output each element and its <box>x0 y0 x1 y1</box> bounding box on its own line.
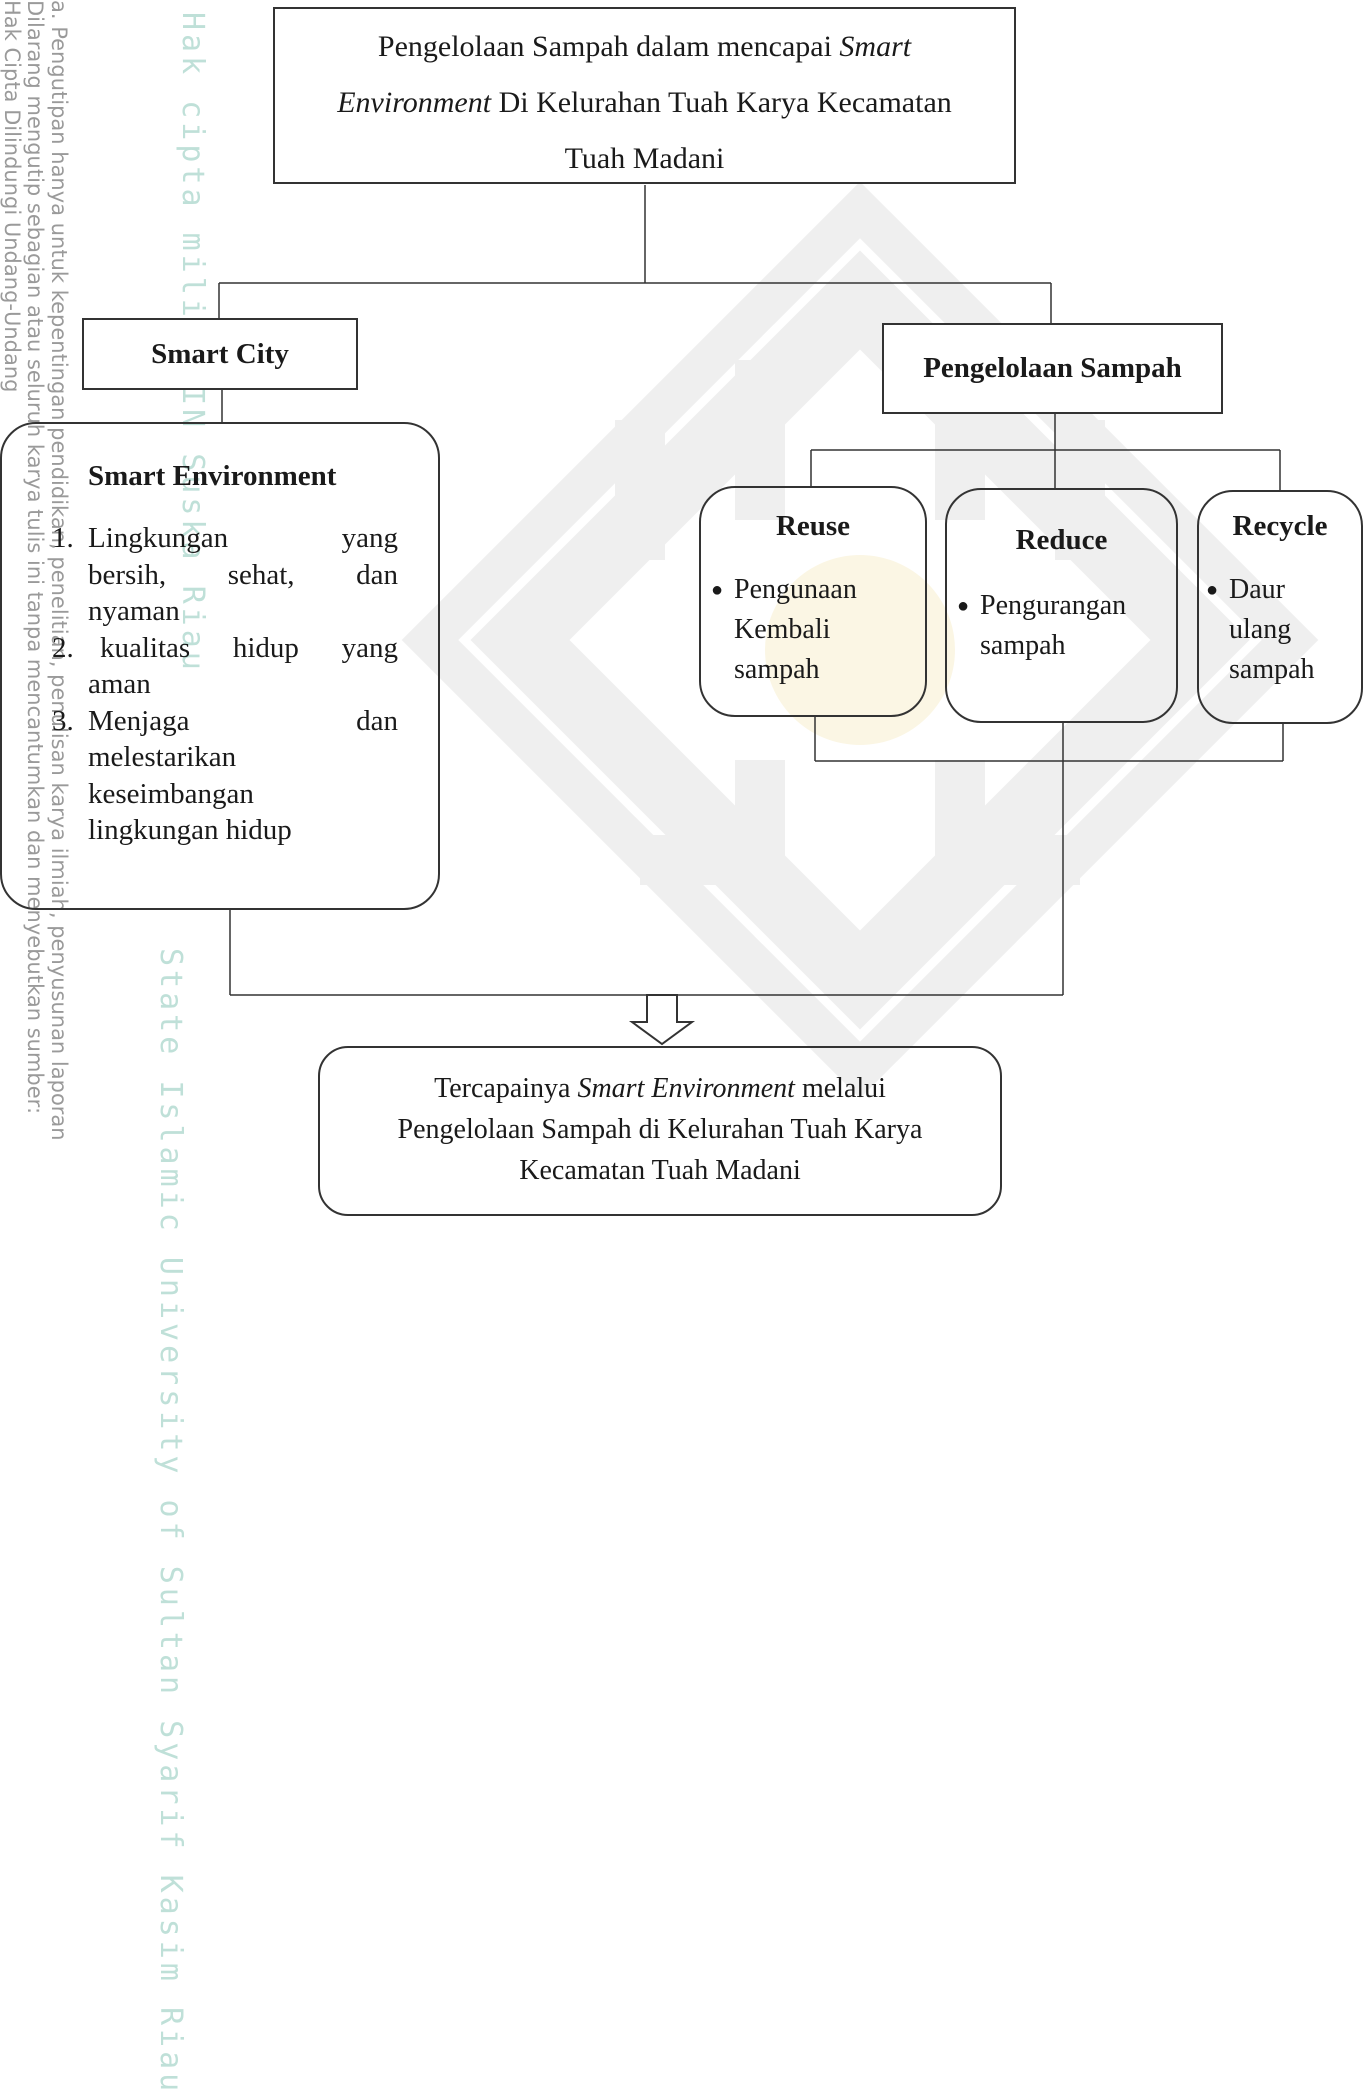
result-line2: Pengelolaan Sampah di Kelurahan Tuah Kar… <box>397 1114 923 1145</box>
topic-line1: Pengelolaan Sampah dalam mencapai <box>377 30 840 63</box>
reuse-box <box>699 486 927 717</box>
bullet-line: ulang <box>1229 614 1292 645</box>
smart-city-box: Smart City <box>82 318 358 390</box>
list-line: nyaman <box>88 595 180 627</box>
bullet-icon: ● <box>1206 579 1219 601</box>
smart-environment-title: Smart Environment <box>88 460 337 492</box>
reduce-title: Reduce <box>1015 524 1108 556</box>
bullet-line: Pengurangan <box>980 590 1127 621</box>
pengelolaan-sampah-box: Pengelolaan Sampah <box>882 323 1223 414</box>
bullet-line: Pengunaan <box>734 574 857 605</box>
list-line: aman <box>88 668 151 700</box>
smart-environment-list: 1. Lingkungan yang bersih, sehat, dan ny… <box>52 520 398 849</box>
list-line: keseimbangan <box>88 777 254 810</box>
reuse-bullet: ● Pengunaan Kembali sampah <box>711 570 857 690</box>
bullet-line: sampah <box>1229 654 1315 685</box>
bullet-line: sampah <box>980 630 1066 661</box>
down-arrow-icon <box>628 994 696 1046</box>
bullet-line: Daur <box>1229 574 1285 605</box>
bullet-line: sampah <box>734 654 820 685</box>
bullet-line: Kembali <box>734 614 831 645</box>
result-line1: Tercapainya <box>434 1073 578 1104</box>
list-item: 3. Menjaga dan melestarikan keseimbangan… <box>52 703 398 849</box>
reduce-bullet: ● Pengurangan sampah <box>957 586 1126 666</box>
list-line: Menjaga dan <box>88 704 398 737</box>
list-line: bersih, sehat, dan <box>88 558 398 591</box>
recycle-bullet: ● Daur ulang sampah <box>1206 570 1315 690</box>
result-line1-end: melalui <box>794 1073 886 1104</box>
list-number: 1. <box>52 522 74 554</box>
list-line: lingkungan hidup <box>88 814 292 846</box>
logo-watermark <box>401 181 1319 1099</box>
bullet-icon: ● <box>711 579 724 601</box>
smart-city-label: Smart City <box>151 337 289 370</box>
list-line: kualitas hidup yang <box>100 631 398 664</box>
list-line: Lingkungan yang <box>88 522 398 554</box>
list-item: 1. Lingkungan yang bersih, sehat, dan ny… <box>52 520 398 630</box>
list-number: 2. <box>52 631 74 664</box>
reuse-title: Reuse <box>775 510 851 542</box>
topic-line2: Di Kelurahan Tuah Karya Kecamatan <box>491 86 952 119</box>
result-line1-italic: Smart Environment <box>577 1073 795 1104</box>
list-item: 2. kualitas hidup yang aman <box>52 630 398 703</box>
smart-environment-box <box>0 422 440 910</box>
result-line3: Kecamatan Tuah Madani <box>519 1155 801 1186</box>
reduce-box <box>945 488 1178 723</box>
pengelolaan-sampah-label: Pengelolaan Sampah <box>923 352 1182 384</box>
connector-lines <box>218 185 1284 1046</box>
bullet-icon: ● <box>957 595 970 617</box>
recycle-box <box>1197 490 1363 724</box>
list-line: melestarikan <box>88 741 237 773</box>
list-number: 3. <box>52 704 74 737</box>
main-topic-box: Pengelolaan Sampah dalam mencapai Smart … <box>273 7 1016 184</box>
topic-line1-italic: Smart <box>839 30 912 63</box>
topic-line3: Tuah Madani <box>564 142 725 175</box>
recycle-title: Recycle <box>1232 510 1328 542</box>
result-box: Tercapainya Smart Environment melalui Pe… <box>318 1046 1002 1216</box>
topic-line2-italic: Environment <box>337 86 492 119</box>
